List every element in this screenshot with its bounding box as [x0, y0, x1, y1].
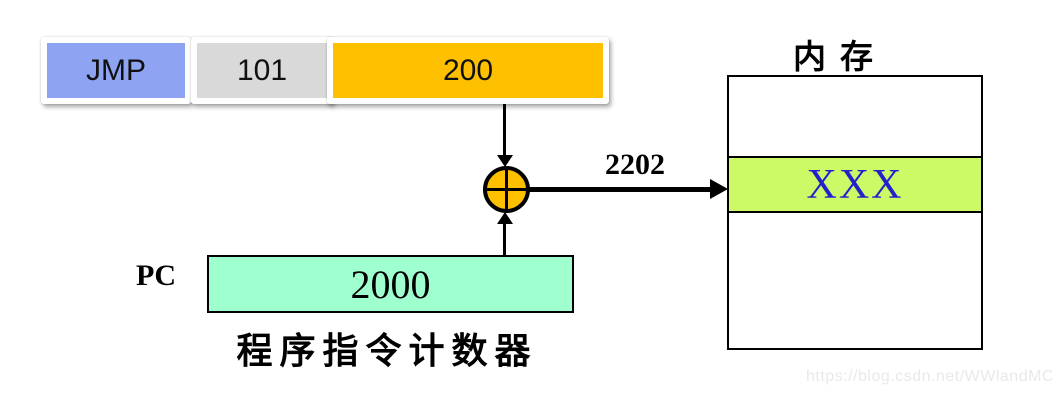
pc-register-label: PC	[136, 259, 176, 292]
instruction-opcode-field: JMP	[41, 37, 191, 104]
pc-caption: 程序指令计数器	[236, 331, 538, 371]
memory-cell-value: XXX	[806, 161, 904, 208]
instruction-offset-field: 200	[327, 37, 609, 104]
memory-title: 内存	[793, 40, 887, 76]
pc-to-adder-line	[503, 224, 506, 255]
watermark-text: https://blog.csdn.net/WWlandMC	[806, 368, 1052, 385]
pc-register-box: 2000	[207, 255, 574, 313]
pc-register-value: 2000	[350, 261, 431, 307]
instruction-mode-field: 101	[191, 37, 333, 104]
arrowhead-right-icon	[710, 179, 728, 199]
instruction-offset-label: 200	[442, 53, 494, 87]
adder-plus-icon	[483, 166, 530, 213]
arrowhead-down-icon	[497, 155, 513, 167]
instruction-opcode-label: JMP	[86, 53, 146, 87]
instruction-mode-label: 101	[236, 53, 288, 87]
memory-target-cell: XXX	[729, 156, 981, 213]
adder-plus-vertical	[504, 169, 508, 210]
offset-to-adder-line	[503, 104, 506, 155]
arrowhead-up-icon	[497, 212, 513, 224]
adder-to-memory-line	[529, 187, 712, 192]
effective-address-label: 2202	[605, 148, 665, 181]
